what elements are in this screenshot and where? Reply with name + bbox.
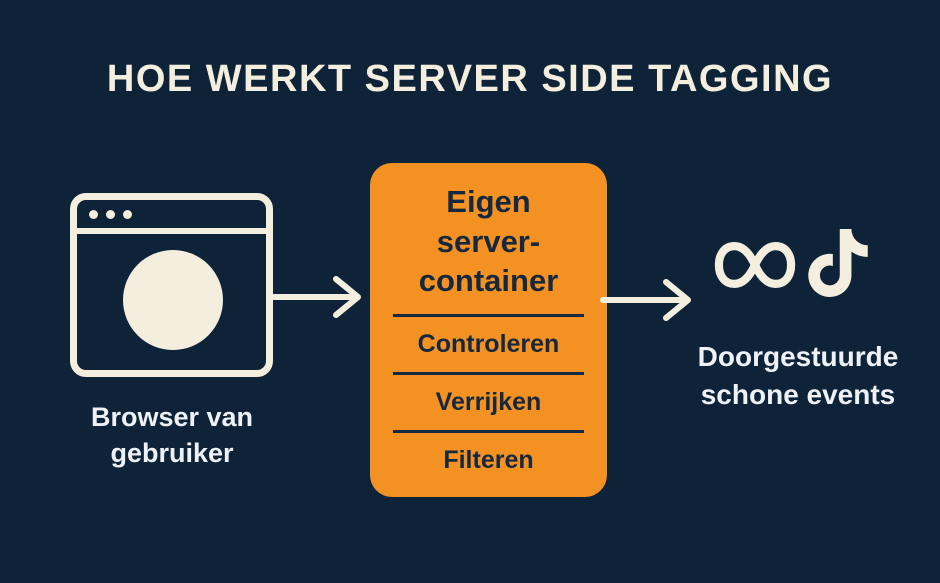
separator-line	[393, 430, 584, 434]
window-dot-icon	[123, 209, 132, 219]
server-item-verrijken: Verrijken	[435, 388, 542, 417]
tiktok-note-logo-icon	[808, 229, 868, 297]
separator-line	[393, 372, 584, 376]
separator-line	[393, 314, 584, 318]
destinations-label: Doorgestuurde schone events	[668, 338, 928, 414]
browser-window-icon	[70, 193, 273, 377]
meta-infinity-logo-icon	[714, 242, 796, 288]
browser-label: Browser van gebruiker	[47, 399, 297, 472]
destinations-label-line1: Doorgestuurde	[697, 341, 899, 372]
window-dot-icon	[89, 209, 98, 219]
page-title: HOE WERKT SERVER SIDE TAGGING	[106, 58, 834, 100]
browser-content-circle-icon	[123, 250, 223, 350]
server-item-controleren: Controleren	[417, 330, 560, 359]
destinations-label-line2: schone events	[700, 378, 896, 410]
browser-titlebar	[77, 200, 266, 234]
server-container-box: Eigen server- container Controleren Verr…	[370, 163, 607, 497]
browser-label-line2: gebruiker	[110, 438, 234, 469]
window-dot-icon	[106, 209, 115, 219]
server-container-title: Eigen server- container	[418, 184, 559, 299]
browser-label-line1: Browser van	[90, 402, 254, 432]
arrow-right-icon	[600, 279, 691, 321]
arrow-right-icon	[266, 276, 361, 318]
server-item-filteren: Filteren	[443, 446, 534, 475]
